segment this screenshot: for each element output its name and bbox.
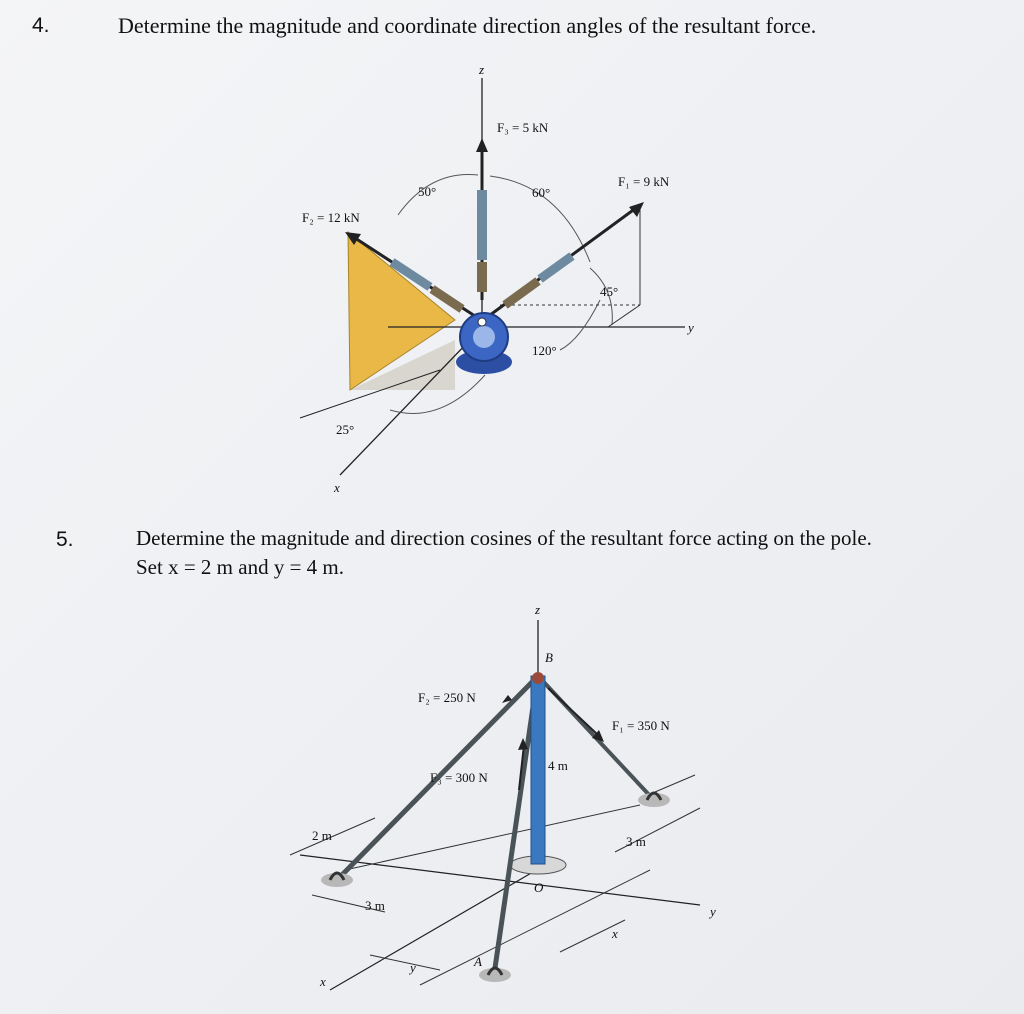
arc-25 <box>389 374 486 414</box>
f3-label: F₃ = 5 kN <box>497 120 549 135</box>
f1-clamp <box>502 277 541 309</box>
problem-5-figure: z y x B O A F₂ = 250 N F₁ = 350 N F₃ = 3… <box>289 602 716 991</box>
problem-5-statement-line1: Determine the magnitude and direction co… <box>136 526 872 550</box>
point-b-label: B <box>545 650 553 665</box>
cable-f3 <box>492 699 537 969</box>
anchor-left-eye <box>328 871 346 881</box>
dim-x-line <box>559 919 626 953</box>
arc-45 <box>589 267 613 326</box>
problem-4-number: 4. <box>32 14 50 37</box>
axis-x-label: x <box>319 974 326 989</box>
wall-shadow <box>350 340 455 390</box>
f2-arrow-head <box>345 232 361 245</box>
arc-120 <box>559 299 601 351</box>
f3-label: F₃ = 300 N <box>430 770 488 785</box>
cable-f2 <box>335 676 538 882</box>
problem-4-statement: Determine the magnitude and coordinate d… <box>118 13 817 38</box>
problem-4-figure: z y x F₃ = 5 kN F₁ = 9 kN F₂ = 12 kN 50°… <box>299 62 694 495</box>
dim-3m-left-line <box>311 894 386 913</box>
arc-50 <box>397 174 479 216</box>
f3-arrow-head <box>476 138 488 152</box>
point-a-label: A <box>473 954 482 969</box>
ground-line-y-axis <box>299 854 701 906</box>
ground-line-back <box>344 804 641 871</box>
dim-2m-label: 2 m <box>312 828 332 843</box>
dim-3m-right-label: 3 m <box>626 834 646 849</box>
anchor-a-eye <box>486 966 504 976</box>
eyebolt-hole <box>473 326 495 348</box>
f1-arrow-head <box>629 202 644 217</box>
anchor-right-tick <box>654 774 696 793</box>
angle-45-label: 45° <box>600 284 618 299</box>
dim-3m-left-label: 3 m <box>365 898 385 913</box>
anchor-left <box>321 873 353 887</box>
wall-plate <box>347 230 456 391</box>
angle-60-label: 60° <box>532 185 550 200</box>
dim-x-label: x <box>611 926 618 941</box>
arc-60 <box>489 175 591 263</box>
x-axis-line <box>339 339 471 476</box>
angle-25-label: 25° <box>336 422 354 437</box>
pole <box>530 675 546 865</box>
problem-5-number: 5. <box>56 528 74 551</box>
dim-y-label: y <box>408 960 416 975</box>
axis-x-label: x <box>333 480 340 495</box>
f3-arrow-shaft <box>518 744 525 791</box>
point-o-label: O <box>534 880 544 895</box>
dim-4m-label: 4 m <box>548 758 568 773</box>
f2-label: F₂ = 250 N <box>418 690 476 705</box>
f1-label: F₁ = 350 N <box>612 718 670 733</box>
f2-label: F₂ = 12 kN <box>302 210 360 225</box>
angle-120-label: 120° <box>532 343 557 358</box>
f1-arrow-shaft <box>547 687 599 736</box>
f2-projection-line <box>299 369 441 419</box>
anchor-right <box>638 793 670 807</box>
ground-line-front <box>419 869 651 986</box>
f3-arrow-head <box>518 738 528 750</box>
pole-top-b <box>532 672 544 684</box>
f1-arrow-head <box>592 730 604 742</box>
f2-cable <box>389 258 433 291</box>
concurrent-point <box>477 317 487 327</box>
f1-horizontal-projection <box>607 304 641 328</box>
axis-z-label: z <box>534 602 540 617</box>
f2-clamp <box>429 285 465 313</box>
problem-5-statement-line2: Set x = 2 m and y = 4 m. <box>136 555 345 579</box>
dim-y-line <box>369 954 441 971</box>
dim-2m-line <box>289 817 376 856</box>
f2-arrow-head <box>502 695 512 703</box>
axis-y-label: y <box>708 904 716 919</box>
anchor-a <box>479 968 511 982</box>
f3-clamp <box>477 262 487 292</box>
axis-z-label: z <box>478 62 484 77</box>
angle-50-label: 50° <box>418 184 436 199</box>
axis-y-label: y <box>686 320 694 335</box>
ground-line-x-axis <box>329 864 546 991</box>
f1-label: F₁ = 9 kN <box>618 174 670 189</box>
dim-3m-right-line <box>614 807 701 853</box>
f3-cable <box>477 190 487 260</box>
anchor-right-eye <box>645 791 663 801</box>
f1-cable <box>537 252 575 283</box>
